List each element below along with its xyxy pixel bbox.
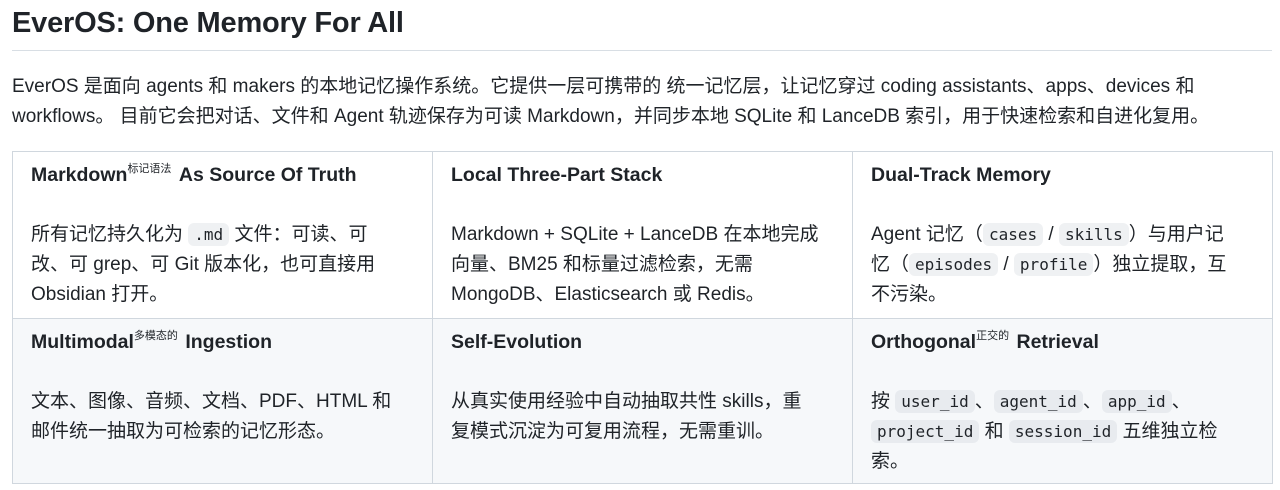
text-line: MongoDB、Elasticsearch 或 Redis。 xyxy=(451,284,765,305)
inline-code: .md xyxy=(188,223,230,246)
text-segment: 五维独立检 xyxy=(1117,421,1218,442)
text-line: 复模式沉淀为可复用流程，无需重训。 xyxy=(451,421,775,442)
feature-cell-self-evolution: Self-Evolution 从真实使用经验中自动抽取共性 skills，重 复… xyxy=(432,318,853,484)
text-segment: Agent 记忆（ xyxy=(871,224,983,245)
feature-title: Dual-Track Memory xyxy=(871,160,1254,190)
feature-table: Markdown标记语法 As Source Of Truth 所有记忆持久化为… xyxy=(12,151,1273,484)
text-segment: 忆（ xyxy=(871,254,910,275)
text-line: 向量、BM25 和标量过滤检索，无需 xyxy=(451,254,753,275)
text-line: 索。 xyxy=(871,451,910,472)
text-line: 改、可 grep、可 Git 版本化，也可直接用 xyxy=(31,254,376,275)
text-segment: 、 xyxy=(974,391,994,412)
feature-description: Markdown + SQLite + LanceDB 在本地完成 向量、BM2… xyxy=(451,220,834,310)
text-line: Obsidian 打开。 xyxy=(31,284,169,305)
feature-title: Orthogonal正交的 Retrieval xyxy=(871,327,1254,357)
feature-row: Markdown标记语法 As Source Of Truth 所有记忆持久化为… xyxy=(12,151,1273,319)
text-segment: 和 xyxy=(979,421,1009,442)
inline-code: skills xyxy=(1058,223,1129,246)
feature-description: 所有记忆持久化为 .md 文件：可读、可 改、可 grep、可 Git 版本化，… xyxy=(31,220,414,310)
feature-title-annotation: 正交的 xyxy=(976,330,1010,342)
intro-line: workflows。 目前它会把对话、文件和 Agent 轨迹保存为可读 Mar… xyxy=(12,106,1210,127)
title-divider xyxy=(12,50,1272,51)
text-line: 不污染。 xyxy=(871,284,948,305)
inline-code: profile xyxy=(1013,253,1094,276)
intro-paragraph: EverOS 是面向 agents 和 makers 的本地记忆操作系统。它提供… xyxy=(12,72,1274,132)
feature-cell-markdown: Markdown标记语法 As Source Of Truth 所有记忆持久化为… xyxy=(12,151,433,319)
feature-description: 从真实使用经验中自动抽取共性 skills，重 复模式沉淀为可复用流程，无需重训… xyxy=(451,387,834,447)
text-segment: 文件：可读、可 xyxy=(229,224,368,245)
text-segment: 所有记忆持久化为 xyxy=(31,224,189,245)
inline-code: app_id xyxy=(1101,390,1172,413)
feature-title-main: Multimodal xyxy=(31,331,134,353)
feature-cell-orthogonal: Orthogonal正交的 Retrieval 按 user_id、agent_… xyxy=(852,318,1273,484)
feature-cell-dual-track: Dual-Track Memory Agent 记忆（cases / skill… xyxy=(852,151,1273,319)
feature-cell-local-stack: Local Three-Part Stack Markdown + SQLite… xyxy=(432,151,853,319)
feature-title-rest: Ingestion xyxy=(179,331,273,353)
text-segment: / xyxy=(1043,224,1059,245)
feature-row: Multimodal多模态的 Ingestion 文本、图像、音频、文档、PDF… xyxy=(12,318,1273,484)
text-segment: 、 xyxy=(1171,391,1191,412)
intro-line: EverOS 是面向 agents 和 makers 的本地记忆操作系统。它提供… xyxy=(12,76,1195,97)
text-segment: ）与用户记 xyxy=(1128,224,1224,245)
feature-description: 文本、图像、音频、文档、PDF、HTML 和 邮件统一抽取为可检索的记忆形态。 xyxy=(31,387,414,447)
feature-title-main: Markdown xyxy=(31,164,128,186)
text-line: 文本、图像、音频、文档、PDF、HTML 和 xyxy=(31,391,392,412)
inline-code: agent_id xyxy=(993,390,1083,413)
feature-description: 按 user_id、agent_id、app_id、 project_id 和 … xyxy=(871,387,1254,477)
feature-cell-multimodal: Multimodal多模态的 Ingestion 文本、图像、音频、文档、PDF… xyxy=(12,318,433,484)
text-line: 邮件统一抽取为可检索的记忆形态。 xyxy=(31,421,336,442)
inline-code: user_id xyxy=(895,390,975,413)
text-segment: 按 xyxy=(871,391,896,412)
inline-code: session_id xyxy=(1008,420,1118,443)
text-segment: ）独立提取，互 xyxy=(1093,254,1227,275)
feature-title-main: Local Three-Part Stack xyxy=(451,164,663,186)
text-segment: / xyxy=(998,254,1014,275)
page-title: EverOS: One Memory For All xyxy=(12,7,404,39)
text-line: Markdown + SQLite + LanceDB 在本地完成 xyxy=(451,224,819,245)
inline-code: cases xyxy=(982,223,1044,246)
text-line: 从真实使用经验中自动抽取共性 skills，重 xyxy=(451,391,802,412)
feature-title: Self-Evolution xyxy=(451,327,834,357)
feature-title-rest: Retrieval xyxy=(1011,331,1099,353)
feature-title: Markdown标记语法 As Source Of Truth xyxy=(31,160,414,190)
feature-title-main: Self-Evolution xyxy=(451,331,583,353)
inline-code: project_id xyxy=(871,420,980,443)
feature-title-rest: As Source Of Truth xyxy=(173,164,357,186)
feature-title-annotation: 多模态的 xyxy=(133,330,178,342)
feature-title-main: Orthogonal xyxy=(871,331,977,353)
text-segment: 、 xyxy=(1082,391,1102,412)
feature-title-main: Dual-Track Memory xyxy=(871,164,1051,186)
feature-title-annotation: 标记语法 xyxy=(127,163,172,175)
feature-title: Multimodal多模态的 Ingestion xyxy=(31,327,414,357)
inline-code: episodes xyxy=(909,253,999,276)
feature-title: Local Three-Part Stack xyxy=(451,160,834,190)
feature-description: Agent 记忆（cases / skills）与用户记 忆（episodes … xyxy=(871,220,1254,310)
